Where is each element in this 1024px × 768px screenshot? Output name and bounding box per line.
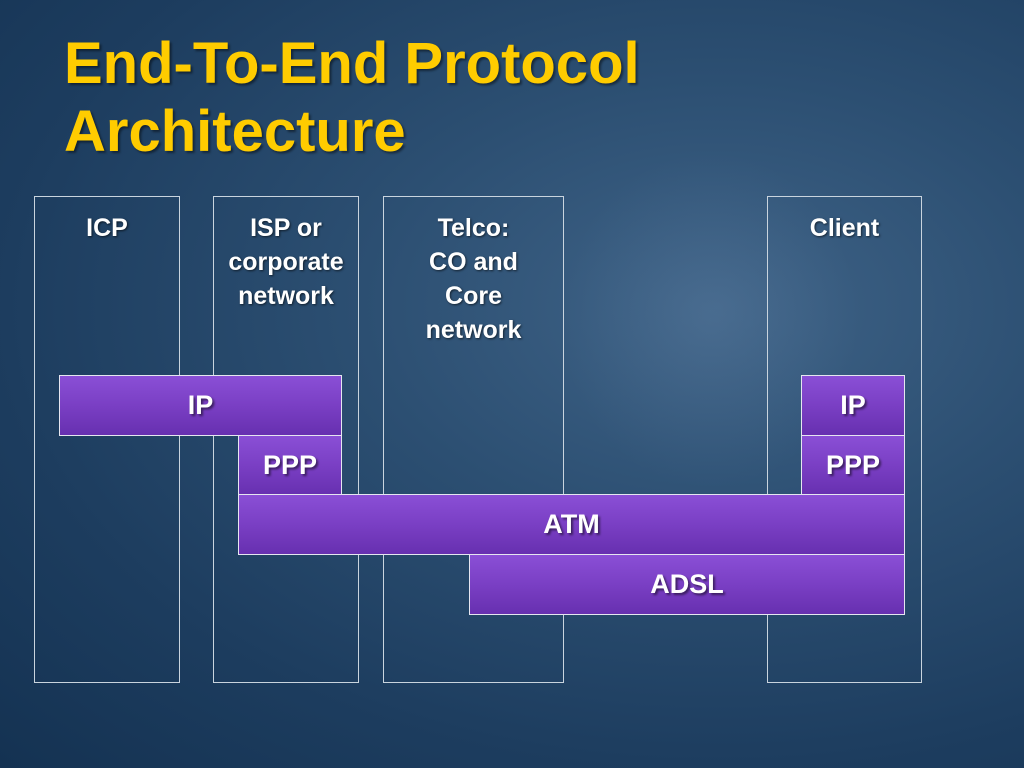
layer-atm: ATM	[238, 494, 905, 555]
column-label-line: Client	[809, 214, 880, 242]
slide-title: End-To-End Protocol Architecture	[64, 30, 964, 166]
layer-ip-right: IP	[801, 375, 905, 436]
column-label-line: Telco:	[437, 214, 510, 242]
column-label-line: corporate	[228, 248, 344, 276]
column-icp: ICP	[34, 196, 180, 683]
column-label-line: network	[425, 316, 522, 344]
column-isp: ISP or corporate network	[213, 196, 359, 683]
layer-ppp-right: PPP	[801, 435, 905, 496]
column-label-line: CO and	[429, 248, 518, 276]
column-label-line: network	[238, 282, 334, 310]
title-line-2: Architecture	[64, 99, 406, 164]
layer-adsl: ADSL	[469, 554, 905, 615]
column-label-line: Core	[445, 282, 502, 310]
column-client: Client	[767, 196, 922, 683]
column-label-line: ICP	[86, 214, 128, 242]
title-line-1: End-To-End Protocol	[64, 31, 640, 96]
column-telco: Telco: CO and Core network	[383, 196, 564, 683]
layer-ip-left: IP	[59, 375, 342, 436]
column-label-line: ISP or	[250, 214, 322, 242]
layer-ppp-left: PPP	[238, 435, 342, 496]
